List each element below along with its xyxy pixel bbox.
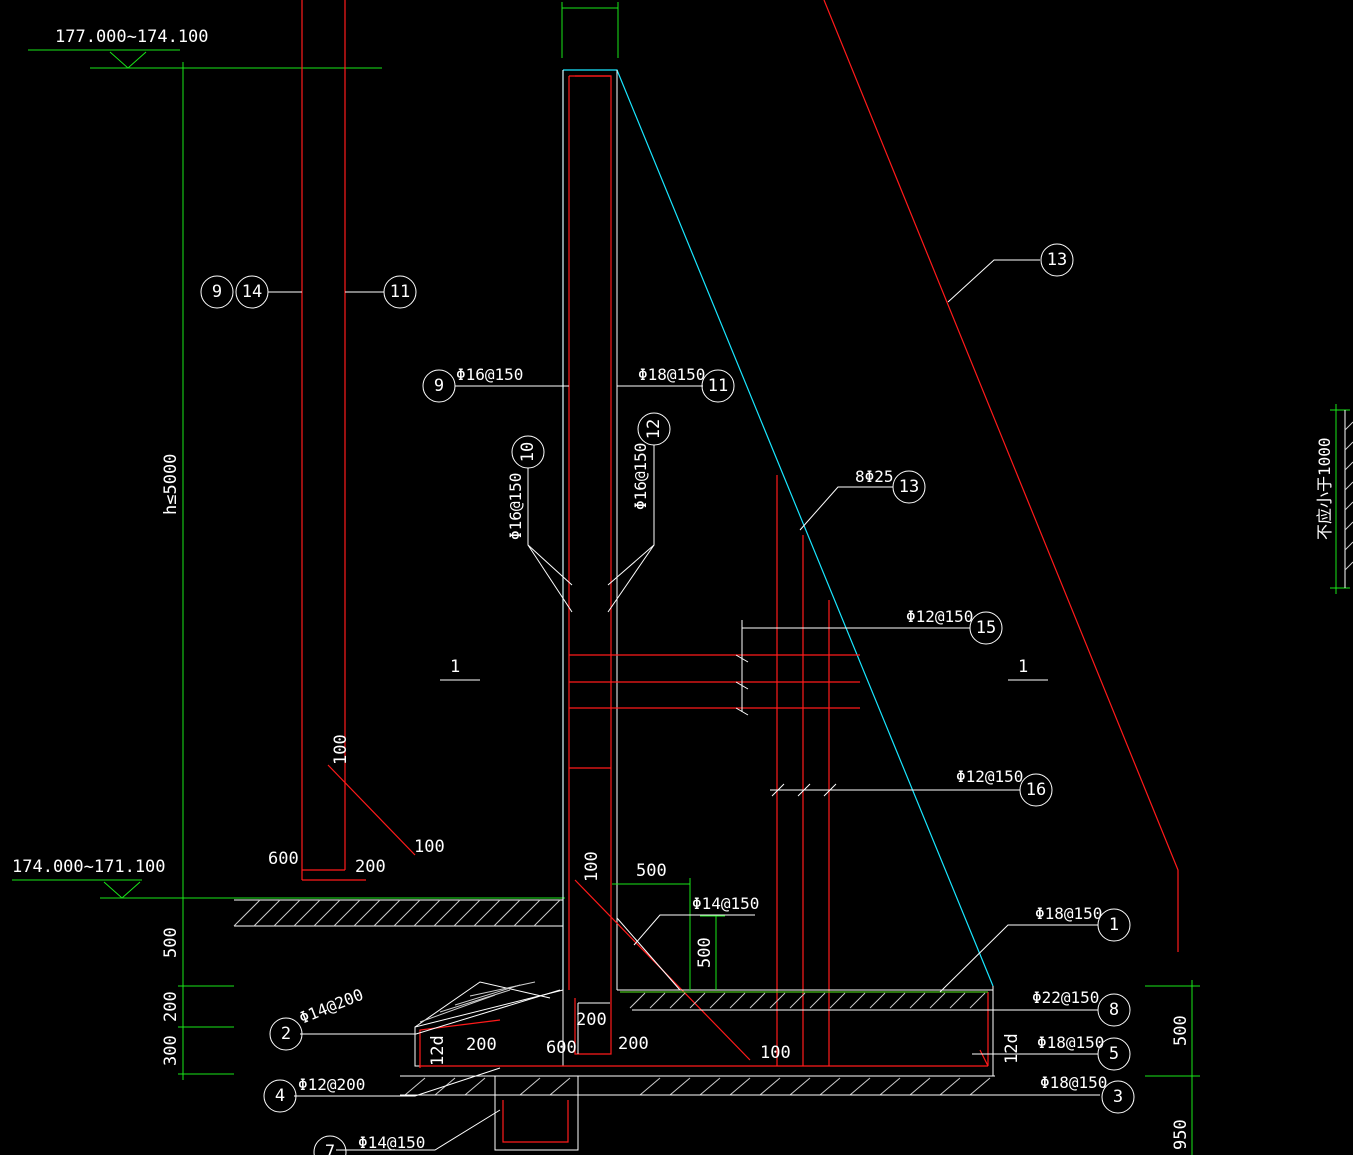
marker-8: 8 [1097, 993, 1131, 1027]
marker-7: 7 [313, 1135, 347, 1155]
svg-text:2: 2 [281, 1024, 291, 1044]
level-ground-label: 174.000~171.100 [12, 857, 166, 877]
right-dimensions: 500 950 [1145, 980, 1200, 1155]
dim-height: h≤5000 [161, 454, 181, 515]
svg-text:9: 9 [212, 282, 222, 302]
svg-text:7: 7 [325, 1142, 335, 1155]
rebar-15-label: Φ12@150 [906, 607, 973, 626]
rebar-16-label: Φ12@150 [956, 767, 1023, 786]
rebar-11-label: Φ18@150 [638, 365, 705, 384]
ground-hatch [233, 899, 563, 927]
leaders [294, 259, 1100, 1151]
marker-11b: 11 [701, 369, 735, 403]
marker-2: 2 [269, 1017, 303, 1051]
svg-text:3: 3 [1113, 1087, 1123, 1107]
level-top: 177.000~174.100 [28, 27, 382, 69]
svg-text:9: 9 [434, 376, 444, 396]
marker-11a: 11 [383, 275, 417, 309]
dim-200: 200 [355, 857, 386, 877]
haunch-dims: 500 500 [612, 861, 725, 991]
marker-13a: 13 [1040, 243, 1074, 277]
dim-500-top: 500 [636, 861, 667, 881]
svg-text:12: 12 [644, 419, 664, 439]
svg-text:10: 10 [518, 442, 538, 462]
svg-text:13: 13 [1047, 250, 1067, 270]
rebar-14b-label: Φ14@150 [692, 894, 759, 913]
dim-100-a: 100 [331, 734, 351, 765]
base-slab: 200 200 600 200 100 12d 12d [400, 986, 1100, 1151]
rebar-2-label: Φ14@200 [296, 985, 366, 1028]
dim-200-c: 200 [618, 1034, 649, 1054]
dim-600: 600 [268, 849, 299, 869]
section-left: 1 [450, 657, 460, 677]
dim-200-b: 200 [466, 1035, 497, 1055]
left-detail: 100 100 600 200 [268, 0, 445, 881]
marker-13b: 13 [892, 470, 926, 504]
dim-950-right: 950 [1171, 1119, 1191, 1150]
wall-stem: 100 [561, 2, 994, 1066]
svg-text:16: 16 [1026, 780, 1046, 800]
dim-500-vert: 500 [695, 937, 715, 968]
marker-4: 4 [263, 1079, 297, 1113]
left-dimensions: h≤5000 500 200 300 [161, 62, 234, 1080]
rebar-1-label: Φ18@150 [1035, 904, 1102, 923]
rebar-9-label: Φ16@150 [456, 365, 523, 384]
section-right: 1 [1018, 657, 1028, 677]
marker-16: 16 [1019, 773, 1053, 807]
dim-200-a: 200 [576, 1010, 607, 1030]
level-ground: 174.000~171.100 [12, 857, 565, 899]
rebar-3-label: Φ18@150 [1040, 1073, 1107, 1092]
side-note: 不应小于1000 [1315, 404, 1353, 594]
svg-text:1: 1 [1109, 915, 1119, 935]
marker-12: 12 [637, 412, 671, 446]
rebar-7-label: Φ14@150 [358, 1133, 425, 1152]
level-top-label: 177.000~174.100 [55, 27, 209, 47]
dim-200-left: 200 [161, 991, 181, 1022]
marker-10: 10 [511, 435, 545, 469]
dim-300-left: 300 [161, 1035, 181, 1066]
rebar-13-label: 8Φ25 [855, 467, 894, 486]
svg-text:4: 4 [275, 1086, 285, 1106]
marker-1: 1 [1097, 908, 1131, 942]
rebar-5-label: Φ18@150 [1037, 1033, 1104, 1052]
rebar-12-label: Φ16@150 [631, 443, 650, 510]
rebar-4-label: Φ12@200 [298, 1075, 365, 1094]
side-note-label: 不应小于1000 [1315, 437, 1334, 540]
marker-3: 3 [1101, 1080, 1135, 1114]
section-marks: 1 1 [440, 657, 1048, 681]
toe-rebar-hatch [414, 981, 551, 1028]
svg-text:15: 15 [976, 618, 996, 638]
marker-5: 5 [1097, 1037, 1131, 1071]
svg-text:11: 11 [390, 282, 410, 302]
svg-text:13: 13 [899, 477, 919, 497]
marker-14: 14 [235, 275, 269, 309]
outer-slope [823, 0, 1179, 952]
markers: 9 14 11 9 11 10 12 13 13 15 16 1 8 5 3 2… [200, 243, 1135, 1155]
marker-9a: 9 [200, 275, 234, 309]
marker-15: 15 [969, 611, 1003, 645]
svg-text:11: 11 [708, 376, 728, 396]
svg-text:14: 14 [242, 282, 262, 302]
dim-100-b: 100 [414, 837, 445, 857]
rebar-8-label: Φ22@150 [1032, 988, 1099, 1007]
dim-12d-b: 12d [1002, 1033, 1022, 1064]
dim-500-right: 500 [1171, 1015, 1191, 1046]
rebar-10-label: Φ16@150 [506, 473, 525, 540]
dim-100-c: 100 [760, 1043, 791, 1063]
dim-12d-a: 12d [428, 1035, 448, 1066]
dim-100-wall: 100 [582, 851, 602, 882]
svg-text:5: 5 [1109, 1044, 1119, 1064]
dim-500-left: 500 [161, 927, 181, 958]
dim-600-b: 600 [546, 1038, 577, 1058]
marker-9b: 9 [422, 369, 456, 403]
svg-text:8: 8 [1109, 1000, 1119, 1020]
rebar-labels: Φ16@150 Φ18@150 Φ16@150 Φ16@150 8Φ25 Φ12… [296, 365, 1107, 1152]
